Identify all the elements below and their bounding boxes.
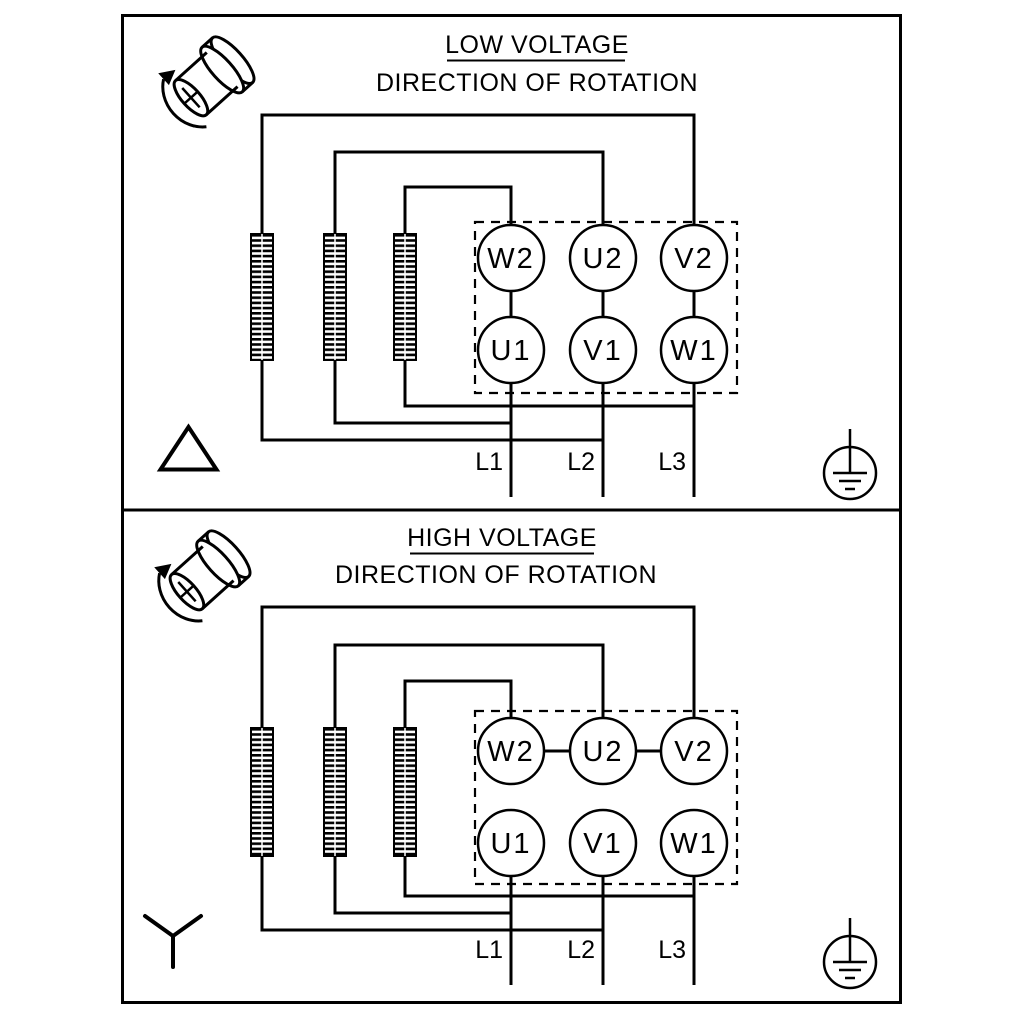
terminal-circle-u2 [568,223,638,293]
terminal-label: W2 [487,243,535,275]
supply-line-label-l2: L2 [567,448,595,476]
terminal-label: W2 [487,736,535,768]
wire-outer-bottom [260,360,603,442]
delta-bridges [509,291,696,317]
supply-line-label-l3: L3 [658,936,686,964]
terminal-label: V2 [674,243,713,275]
wire-inner-bottom [403,856,694,898]
panel-high-voltage: HIGH VOLTAGE DIRECTION OF ROTATION W2 U2… [141,516,878,990]
wire-inner-top [403,679,513,728]
terminal-board-outline [473,220,739,395]
panel-subtitle: DIRECTION OF ROTATION [376,69,698,97]
terminal-circle-w1 [659,315,729,385]
supply-line-label-l1: L1 [475,448,503,476]
supply-line-label-l1: L1 [475,936,503,964]
wire-outer-top [260,113,696,234]
terminal-board-outline [473,709,739,886]
wire-middle-top [333,643,605,728]
terminal-circle-v1 [568,315,638,385]
terminal-label: U1 [490,335,531,367]
earth-ground-icon [822,916,878,990]
terminal-label: W1 [670,828,718,860]
panel-title: LOW VOLTAGE [445,31,629,59]
terminal-circle-w2 [476,223,546,293]
terminal-circle-w2 [476,716,546,786]
supply-line-label-l3: L3 [658,448,686,476]
supply-line-label-l2: L2 [567,936,595,964]
panel-subtitle: DIRECTION OF ROTATION [335,561,657,589]
delta-connection-icon [156,423,221,472]
terminal-label: V1 [583,335,622,367]
rotation-direction-icon [145,22,263,139]
terminal-circle-u1 [476,315,546,385]
terminal-circle-v2 [659,716,729,786]
supply-leads [509,383,696,497]
terminal-label: U2 [582,243,623,275]
rotation-direction-icon [141,516,259,633]
terminal-circle-u1 [476,808,546,878]
wire-inner-bottom [403,360,694,408]
wire-inner-top [403,185,513,234]
wire-middle-bottom [333,856,511,915]
terminal-label: V2 [674,736,713,768]
wire-outer-top [260,605,696,728]
terminal-label: U1 [490,828,531,860]
panel-title: HIGH VOLTAGE [407,524,597,552]
panel-low-voltage: LOW VOLTAGE DIRECTION OF ROTATION W2 U2 … [145,22,878,501]
terminal-label: W1 [670,335,718,367]
wire-middle-bottom [333,360,511,425]
terminal-label: V1 [583,828,622,860]
star-connection-icon [143,914,203,969]
supply-leads [509,876,696,985]
wire-middle-top [333,150,605,234]
earth-ground-icon [822,427,878,501]
terminal-circle-u2 [568,716,638,786]
wire-outer-bottom [260,856,603,932]
terminal-circle-v2 [659,223,729,293]
terminal-circle-w1 [659,808,729,878]
terminal-label: U2 [582,736,623,768]
terminal-circle-v1 [568,808,638,878]
